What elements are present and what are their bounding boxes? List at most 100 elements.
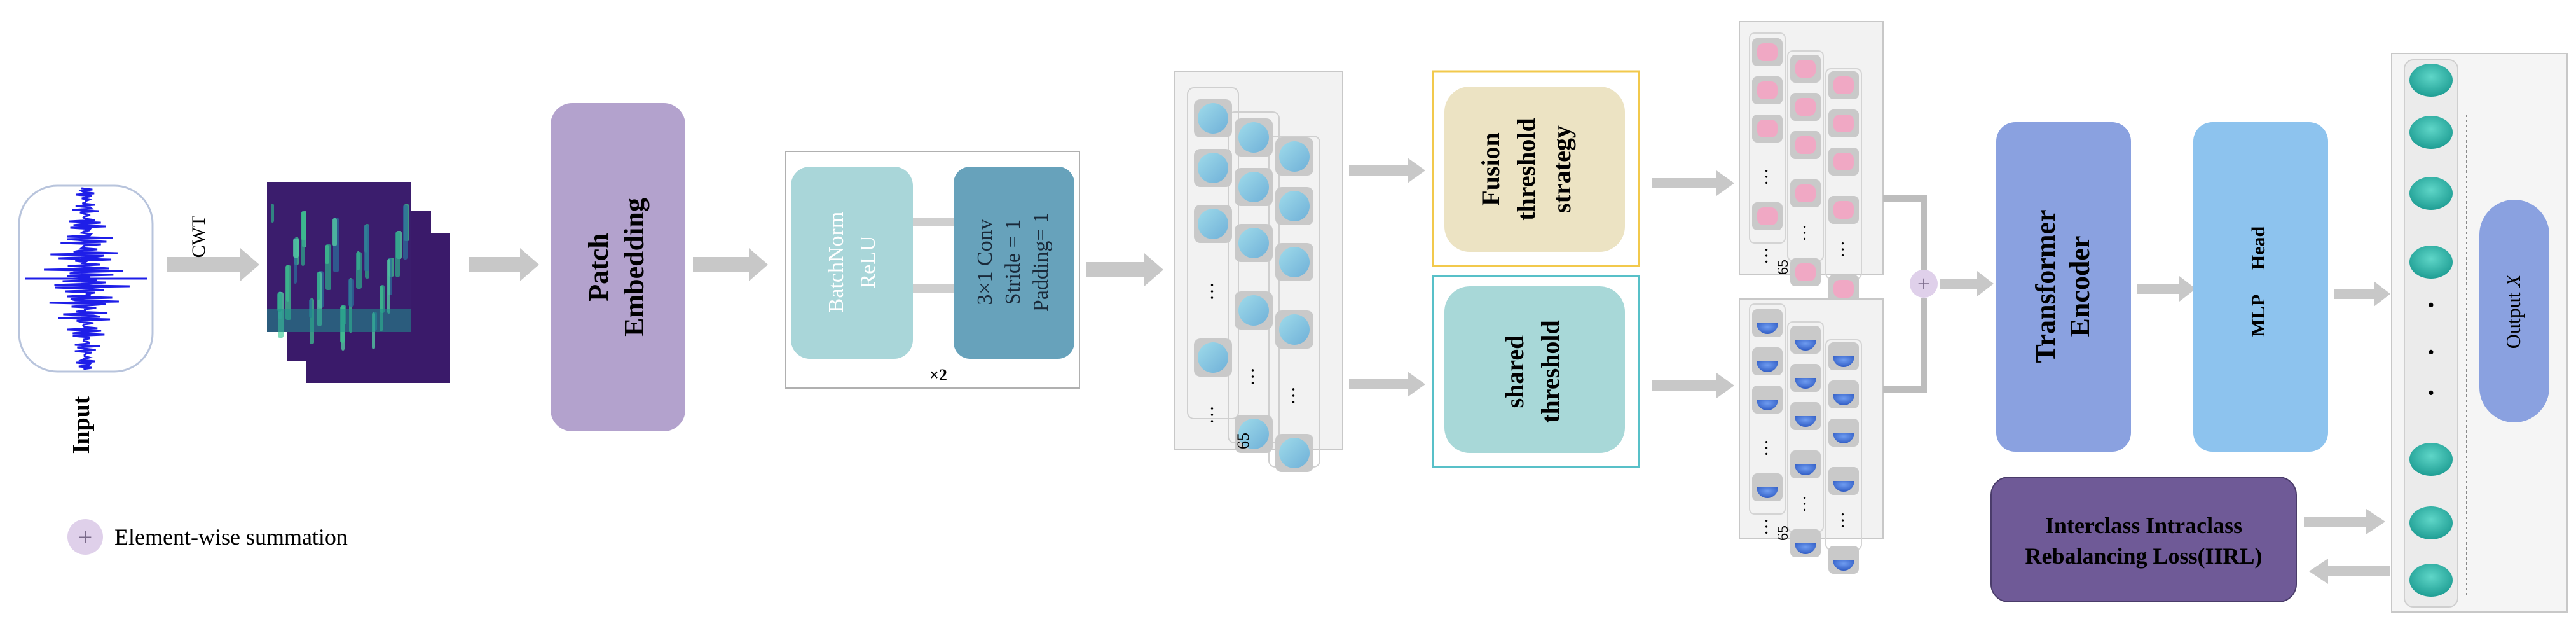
spectrogram-streak	[395, 232, 400, 277]
batchnorm-label: BatchNorm	[825, 212, 848, 313]
spectrogram-streak	[356, 252, 362, 289]
loss-block	[1990, 477, 2297, 602]
output-label: Output X	[2502, 274, 2525, 349]
blue-cell	[1795, 464, 1816, 475]
relu-label: ReLU	[856, 235, 880, 288]
arrow-loss-out	[2304, 509, 2385, 534]
spectrogram-streak	[325, 245, 329, 264]
grid-ellipsis: …	[1752, 247, 1772, 265]
shared-line2: threshold	[1536, 320, 1565, 423]
pink-cell	[1757, 120, 1778, 137]
conv-repeat-label: ×2	[929, 366, 947, 384]
legend-sum-symbol: +	[78, 523, 93, 552]
legend-label: Element-wise summation	[114, 524, 348, 550]
patch-embedding-line1: Patch	[583, 233, 614, 302]
fusion-threshold-block	[1444, 87, 1625, 252]
pink-cell	[1833, 201, 1854, 219]
fusion-line1: Fusion	[1476, 132, 1505, 206]
blue-cell	[1833, 433, 1854, 443]
grid-column	[1749, 303, 1786, 515]
output-cell	[2409, 506, 2453, 539]
spectrogram-streak	[317, 272, 320, 300]
output-ellipsis-dot: ·	[2427, 337, 2436, 368]
patch-embedding-line2: Embedding	[619, 198, 650, 337]
mlp-head-block	[2193, 122, 2328, 452]
grid-column	[1749, 32, 1786, 244]
conv-line1: 3×1 Conv	[973, 219, 997, 305]
pink-cell	[1795, 60, 1816, 78]
fusion-line3: strategy	[1547, 125, 1576, 213]
feature-orb	[1279, 191, 1310, 221]
connector-bottom	[913, 284, 954, 293]
output-cell	[2409, 64, 2453, 97]
feature-ellipsis: …	[1237, 367, 1258, 386]
grid-ellipsis: …	[1828, 240, 1848, 258]
blue-cell	[1833, 356, 1854, 367]
pink-cell	[1795, 184, 1816, 202]
spectrogram-stack	[267, 182, 450, 383]
feature-orb	[1279, 247, 1310, 277]
blue-cell	[1795, 340, 1816, 351]
feature-orb	[1238, 295, 1269, 326]
blue-cell	[1757, 400, 1778, 410]
arrow-to-patch	[469, 248, 539, 281]
feature-orb	[1279, 314, 1310, 345]
input-signal	[18, 184, 154, 373]
feature-orb	[1198, 103, 1228, 134]
transformer-line2: Encoder	[2064, 236, 2095, 337]
spectrogram-streak	[301, 212, 306, 240]
spectrogram-streak	[332, 218, 337, 246]
transformer-encoder-block	[1996, 122, 2131, 452]
pink-cell	[1833, 153, 1854, 170]
grid-ellipsis: …	[1790, 495, 1810, 513]
output-cell	[2409, 443, 2453, 476]
merge-lines	[1883, 195, 1927, 393]
spectrogram-streak	[348, 279, 354, 307]
pink-count: 65	[1775, 260, 1792, 275]
spectrogram-streak	[364, 225, 369, 271]
grid-ellipsis: …	[1790, 224, 1810, 242]
batchnorm-relu-block	[791, 167, 913, 359]
shared-line1: shared	[1500, 335, 1529, 408]
pink-cell	[1795, 263, 1816, 281]
output-pill	[2479, 200, 2549, 422]
feature-grid: ………… 65	[1174, 71, 1343, 472]
arrow-to-fusion	[1349, 158, 1425, 183]
arrow-loss-in	[2309, 559, 2390, 584]
cwt-arrow	[167, 248, 259, 281]
feature-count: 65	[1234, 433, 1252, 449]
blue-feature-grid: ………… 65	[1739, 298, 1884, 574]
feature-orb	[1198, 209, 1228, 239]
output-cell	[2409, 246, 2453, 279]
output-ellipsis-dot: ·	[2427, 289, 2436, 321]
output-cell	[2409, 116, 2453, 149]
spectrogram-streak	[285, 265, 291, 320]
pink-cell	[1795, 136, 1816, 154]
arrow-to-conv	[693, 248, 768, 281]
feature-orb	[1238, 228, 1269, 258]
blue-cell	[1795, 378, 1816, 389]
spectrogram-streak	[293, 239, 299, 258]
arrow-to-blue	[1652, 373, 1734, 398]
cwt-label: CWT	[188, 216, 209, 258]
pink-cell	[1833, 115, 1854, 132]
transformer-line1: Transformer	[2030, 209, 2061, 363]
spectrogram-band	[267, 309, 411, 332]
loss-line1: Interclass Intraclass	[2045, 513, 2242, 538]
arrow-to-shared	[1349, 372, 1425, 397]
arrow-to-mlp	[2137, 276, 2196, 302]
connector-top	[913, 218, 954, 226]
output-ellipsis-dot: ·	[2427, 377, 2436, 408]
arrow-to-features	[1086, 253, 1163, 286]
pink-cell	[1757, 81, 1778, 99]
conv-line2: Stride = 1	[1001, 219, 1025, 305]
feature-ellipsis: …	[1196, 405, 1217, 424]
blue-cell	[1757, 361, 1778, 372]
grid-ellipsis: …	[1828, 511, 1848, 529]
pink-cell	[1795, 98, 1816, 116]
feature-orb	[1279, 141, 1310, 172]
spectrogram-streak	[271, 204, 274, 223]
patch-embedding-block	[551, 103, 685, 431]
head-label: Head	[2248, 226, 2269, 270]
